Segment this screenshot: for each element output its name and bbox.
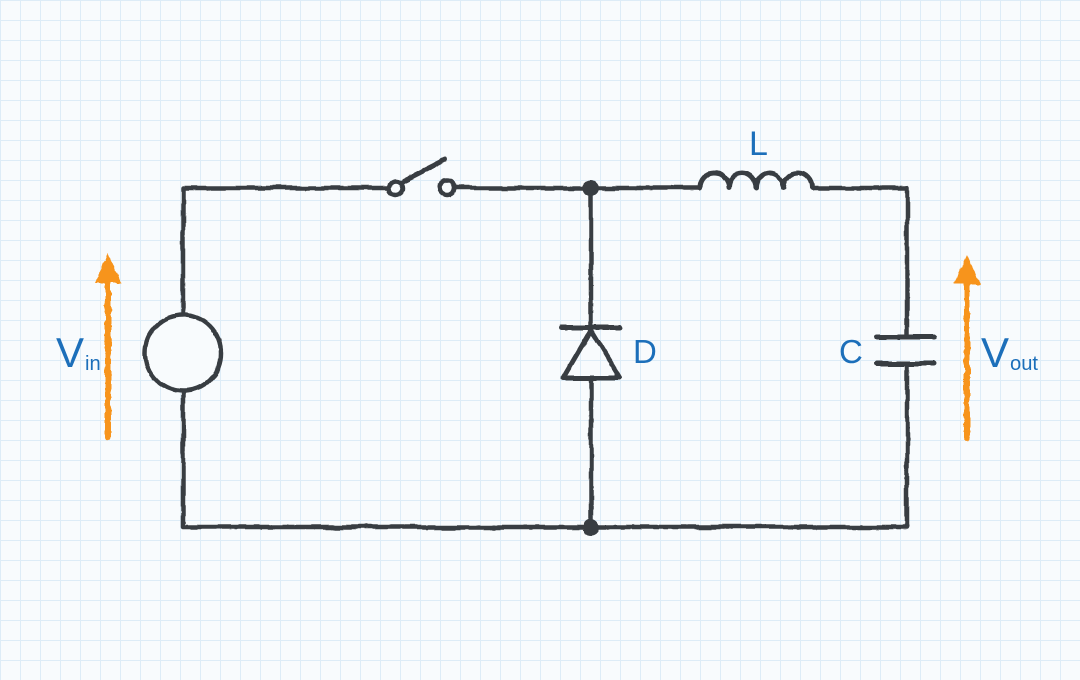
open-switch-icon: [385, 156, 457, 198]
inductor-label: L: [749, 125, 768, 163]
vout-label-base: V: [981, 329, 1010, 376]
diode-icon: [559, 324, 623, 381]
vin-label: Vin: [56, 332, 101, 374]
vin-label-sub: in: [85, 352, 101, 375]
vout-label: Vout: [981, 332, 1038, 374]
capacitor-label: C: [839, 333, 863, 370]
junction-dot-icon: [583, 180, 599, 196]
capacitor-icon: [873, 334, 937, 367]
vin-label-base: V: [56, 329, 85, 376]
voltage-source-icon: [142, 312, 224, 394]
inductor-icon: [697, 170, 815, 191]
junction-dot-icon: [583, 519, 599, 535]
vout-label-sub: out: [1010, 352, 1039, 375]
vin-direction-up-arrow-icon: [95, 254, 121, 440]
vout-direction-up-arrow-icon: [954, 255, 980, 441]
wire: [180, 185, 910, 530]
diode-label: D: [633, 333, 657, 370]
